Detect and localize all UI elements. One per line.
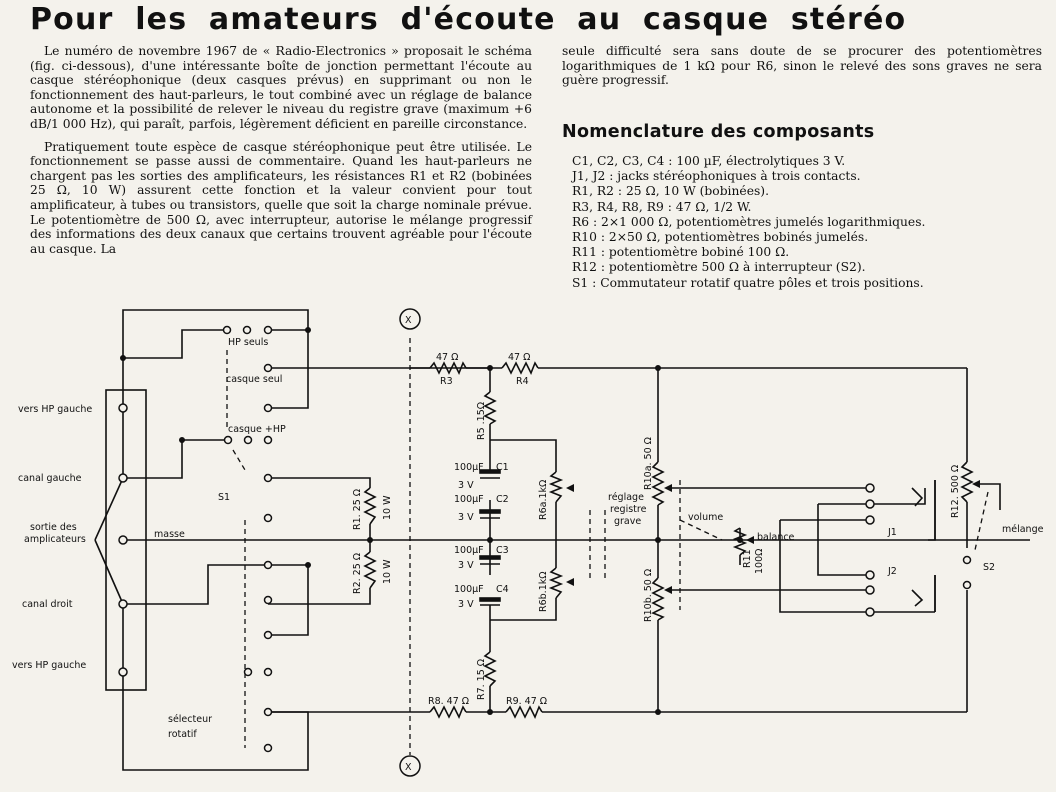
label-r9: R9. 47 Ω (506, 696, 547, 707)
intro-paragraph-3: seule difficulté sera sans doute de se p… (562, 44, 1042, 88)
label-r3-value: 47 Ω (436, 352, 458, 363)
label-r1-power: 10 W (382, 495, 393, 520)
label-c2-volt: 3 V (458, 512, 474, 523)
label-vers-hp-gauche-2: vers HP gauche (12, 660, 86, 671)
label-r10b: R10b. 50 Ω (643, 569, 654, 622)
label-r6b: R6b.1kΩ (538, 571, 549, 612)
nomenclature-item: R12 : potentiomètre 500 Ω à interrupteur… (572, 260, 866, 275)
marker-bottom-label: X (405, 762, 412, 773)
label-c4-volt: 3 V (458, 599, 474, 610)
label-r4-value: 47 Ω (508, 352, 530, 363)
nomenclature-item: R10 : 2×50 Ω, potentiomètres bobinés jum… (572, 230, 869, 245)
intro-paragraph-2: Pratiquement toute espèce de casque stér… (30, 139, 532, 256)
label-balance: balance (757, 532, 795, 543)
label-r11: R11 (742, 549, 753, 568)
label-j1: J1 (887, 527, 897, 538)
label-sortie-2: amplicateurs (24, 534, 86, 545)
label-c3-value: 100µF (454, 545, 484, 556)
nomenclature-item: R1, R2 : 25 Ω, 10 W (bobinées). (572, 184, 769, 199)
label-canal-gauche: canal gauche (18, 473, 82, 484)
nomenclature-item: S1 : Commutateur rotatif quatre pôles et… (572, 275, 924, 290)
label-reglage-2: registre (610, 504, 647, 515)
label-c1: C1 (496, 462, 509, 473)
label-c3-volt: 3 V (458, 560, 474, 571)
label-r7: R7. 15 Ω (476, 659, 487, 700)
nomenclature-list: C1, C2, C3, C4 : 100 µF, électrolytiques… (572, 154, 925, 291)
label-j2: J2 (887, 566, 897, 577)
label-sortie-1: sortie des (30, 522, 77, 533)
label-r1: R1. 25 Ω (352, 489, 363, 530)
label-vers-hp-gauche-1: vers HP gauche (18, 404, 92, 415)
nomenclature-item: R3, R4, R8, R9 : 47 Ω, 1/2 W. (572, 199, 752, 214)
label-hp-seuls: HP seuls (228, 337, 268, 348)
label-r12: R12. 500 Ω (950, 465, 961, 518)
label-volume: volume (688, 512, 723, 523)
intro-paragraph-1: Le numéro de novembre 1967 de « Radio-El… (30, 44, 532, 131)
label-c3: C3 (496, 545, 509, 556)
article-title: Pour les amateurs d'écoute au casque sté… (30, 2, 907, 37)
label-r3: R3 (440, 376, 453, 387)
label-reglage-3: grave (614, 516, 641, 527)
label-r2: R2. 25 Ω (352, 553, 363, 594)
label-casque-seul: casque seul (226, 374, 282, 385)
label-c4-value: 100µF (454, 584, 484, 595)
label-r4: R4 (516, 376, 529, 387)
label-casque-hp: casque +HP (228, 424, 286, 435)
label-melange: mélange (1002, 524, 1044, 535)
label-r5: R5 .15Ω (476, 402, 487, 440)
nomenclature-item: R11 : potentiomètre bobiné 100 Ω. (572, 245, 790, 260)
label-s2: S2 (983, 562, 995, 573)
nomenclature-item: J1, J2 : jacks stéréophoniques à trois c… (572, 169, 861, 184)
label-canal-droit: canal droit (22, 599, 73, 610)
label-s1: S1 (218, 492, 230, 503)
label-c4: C4 (496, 584, 509, 595)
label-c2-value: 100µF (454, 494, 484, 505)
label-c2: C2 (496, 494, 509, 505)
intro-left-column: Le numéro de novembre 1967 de « Radio-El… (30, 44, 532, 264)
label-r11-value: 100Ω (754, 549, 765, 574)
nomenclature-item: R6 : 2×1 000 Ω, potentiomètres jumelés l… (572, 214, 926, 229)
label-r8: R8. 47 Ω (428, 696, 469, 707)
marker-top-label: X (405, 315, 412, 326)
label-c1-value: 100µF (454, 462, 484, 473)
label-selecteur-2: rotatif (168, 729, 197, 740)
nomenclature-heading: Nomenclature des composants (562, 122, 875, 142)
nomenclature-item: C1, C2, C3, C4 : 100 µF, électrolytiques… (572, 154, 846, 168)
label-selecteur-1: sélecteur (168, 714, 212, 725)
label-r6a: R6a.1kΩ (538, 480, 549, 520)
intro-right-column: seule difficulté sera sans doute de se p… (562, 44, 1042, 88)
label-c1-volt: 3 V (458, 480, 474, 491)
label-r2-power: 10 W (382, 559, 393, 584)
label-r10a: R10a. 50 Ω (643, 437, 654, 490)
label-masse: masse (154, 529, 185, 540)
circuit-schematic: X X vers HP gauche canal gauche sortie d… (12, 308, 1044, 777)
label-reglage-1: réglage (608, 492, 644, 503)
